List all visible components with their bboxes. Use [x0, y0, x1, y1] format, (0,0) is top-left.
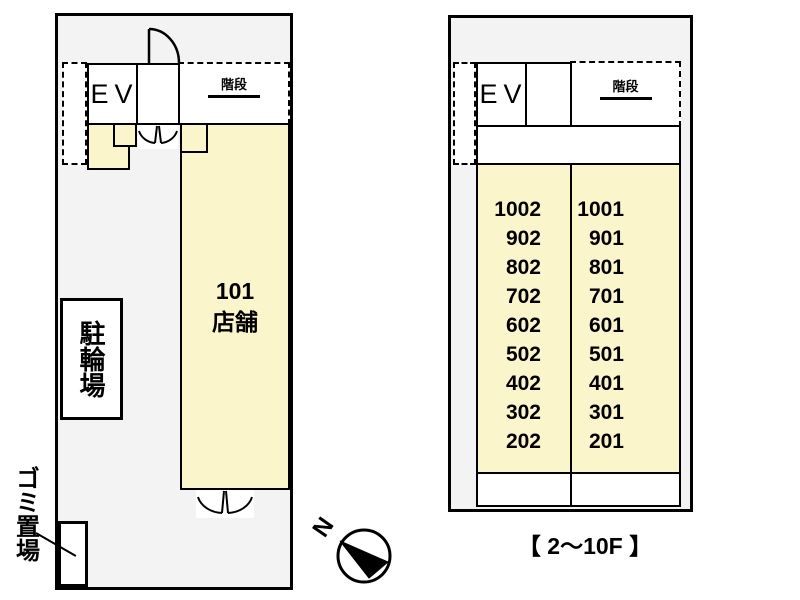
dashed-shaft-box-upper [453, 62, 476, 165]
garbage-box [58, 521, 88, 587]
staircase-label: 階段 [220, 77, 247, 92]
room-number: 901 [588, 227, 624, 250]
staircase-box-upper: 階段 [570, 61, 681, 127]
room-number: 301 [588, 401, 624, 424]
entrance-hall-box [136, 63, 180, 125]
compass-north-text: N [310, 512, 339, 542]
room-number: 302 [505, 401, 541, 424]
room-number: 702 [505, 285, 541, 308]
bicycle-parking-label: 駐輪場 [76, 320, 106, 398]
shop-double-door-icon [196, 490, 254, 518]
staircase-underline-upper [599, 97, 652, 100]
staircase-label-upper: 階段 [612, 79, 639, 94]
compass-needle [339, 540, 389, 579]
shop-name: 店舗 [212, 308, 258, 335]
dashed-shaft-box [62, 62, 87, 165]
entrance-door-icon [147, 27, 181, 64]
elevator-label: EV [90, 78, 139, 109]
room-number: 501 [588, 343, 624, 366]
balcony-left [476, 472, 572, 507]
shop-101-room: 101 店舗 [180, 123, 290, 490]
garbage-area-label: ゴミ置場 [11, 466, 39, 562]
shop-101-label: 101 店舗 [212, 276, 258, 338]
room-number: 201 [588, 430, 624, 453]
balcony-right [570, 472, 681, 507]
staircase-underline [208, 95, 260, 98]
staircase-box: 階段 [178, 62, 290, 125]
hall-double-door-icon [138, 125, 178, 149]
room-number: 802 [505, 256, 541, 279]
first-floor-plan: EV 階段 101 店舗 [55, 13, 293, 590]
room-number: 801 [588, 256, 624, 279]
corridor-band [476, 125, 681, 165]
elevator-label-upper: EV [479, 79, 528, 109]
room-number: 1001 [577, 198, 624, 221]
room-number-list-left: 1002 902 802 702 602 502 402 302 202 [478, 165, 570, 456]
floor-range-label: 【 2～10F 】 [517, 533, 653, 559]
bicycle-parking-box: 駐輪場 [60, 298, 123, 420]
elevator-box: EV [87, 63, 138, 125]
room-column-left: 1002 902 802 702 602 502 402 302 202 [476, 163, 572, 474]
north-compass-icon: N [310, 512, 392, 584]
room-number: 202 [505, 430, 541, 453]
service-area-left-notch [113, 123, 137, 147]
room-number: 402 [505, 372, 541, 395]
room-number: 902 [505, 227, 541, 250]
room-number: 502 [505, 343, 541, 366]
room-number: 701 [588, 285, 624, 308]
room-column-right: 1001 901 801 701 601 501 401 301 201 [570, 163, 681, 474]
upper-floor-plan: EV 階段 1002 902 802 702 602 502 402 302 2… [448, 15, 693, 512]
room-number: 601 [588, 314, 624, 337]
room-number: 401 [588, 372, 624, 395]
hall-box-upper [525, 62, 572, 127]
shop-entry-nook [180, 123, 208, 153]
room-number: 602 [505, 314, 541, 337]
room-number-list-right: 1001 901 801 701 601 501 401 301 201 [572, 165, 679, 456]
shop-number: 101 [215, 277, 255, 304]
elevator-box-upper: EV [476, 62, 527, 127]
room-number: 1002 [494, 198, 541, 221]
